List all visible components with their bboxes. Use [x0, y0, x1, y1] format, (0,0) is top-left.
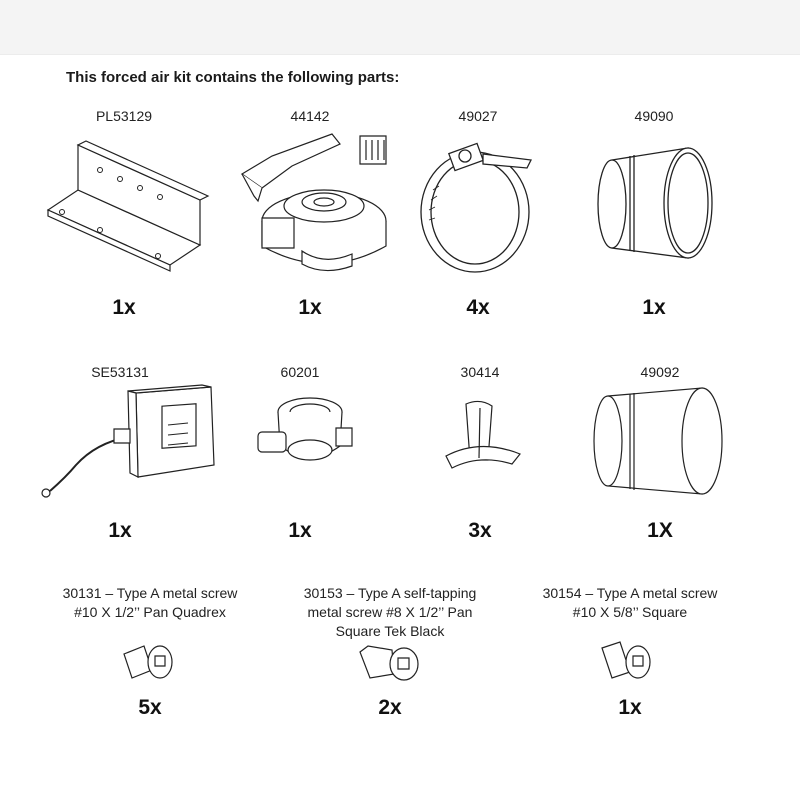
quantity: 3x: [468, 519, 492, 542]
quantity: 1x: [642, 296, 666, 319]
bracket-icon: [40, 130, 210, 280]
screw-description: 30154 – Type A metal screw #10 X 5/8’’ S…: [510, 584, 750, 622]
duct-coupler-icon: [590, 130, 720, 275]
part-number: 49090: [634, 108, 674, 124]
large-duct-coupler-icon: [590, 382, 725, 502]
quantity: 1x: [108, 519, 132, 542]
control-box-icon: [36, 385, 221, 505]
screw-label-line: Square Tek Black: [335, 623, 445, 639]
screw-label-line: metal screw #8 X 1/2’’ Pan: [307, 604, 473, 620]
square-screw-icon: [598, 638, 658, 688]
part-number: PL53129: [95, 108, 153, 124]
hose-clamp-icon: [413, 130, 543, 280]
screw-label-line: 30131 – Type A metal screw: [62, 585, 238, 601]
quantity: 1x: [288, 519, 312, 542]
part-number: SE53131: [91, 364, 149, 380]
screw-label-line: 30154 – Type A metal screw: [542, 585, 718, 601]
quantity: 1X: [647, 519, 673, 542]
screw-description: 30131 – Type A metal screw #10 X 1/2’’ P…: [30, 584, 270, 622]
tek-screw-icon: [358, 640, 423, 690]
duct-fitting-icon: [250, 390, 360, 475]
part-number: 30414: [460, 364, 500, 380]
quantity: 1x: [618, 696, 642, 719]
quantity: 1x: [298, 296, 322, 319]
part-number: 49092: [640, 364, 680, 380]
screw-label-line: 30153 – Type A self-tapping: [303, 585, 477, 601]
quantity: 2x: [378, 696, 402, 719]
inline-fan-icon: [232, 126, 412, 281]
quantity: 1x: [112, 296, 136, 319]
part-number: 49027: [458, 108, 498, 124]
screw-label-line: #10 X 5/8’’ Square: [572, 604, 688, 620]
part-number: 60201: [280, 364, 320, 380]
plastic-anchor-icon: [436, 398, 526, 478]
quantity: 5x: [138, 696, 162, 719]
pan-screw-icon: [120, 640, 180, 690]
screw-description: 30153 – Type A self-tapping metal screw …: [270, 584, 510, 641]
top-bar: [0, 0, 800, 55]
part-number: 44142: [290, 108, 330, 124]
quantity: 4x: [466, 296, 490, 319]
page-heading: This forced air kit contains the followi…: [66, 69, 400, 86]
screw-label-line: #10 X 1/2’’ Pan Quadrex: [74, 604, 226, 620]
